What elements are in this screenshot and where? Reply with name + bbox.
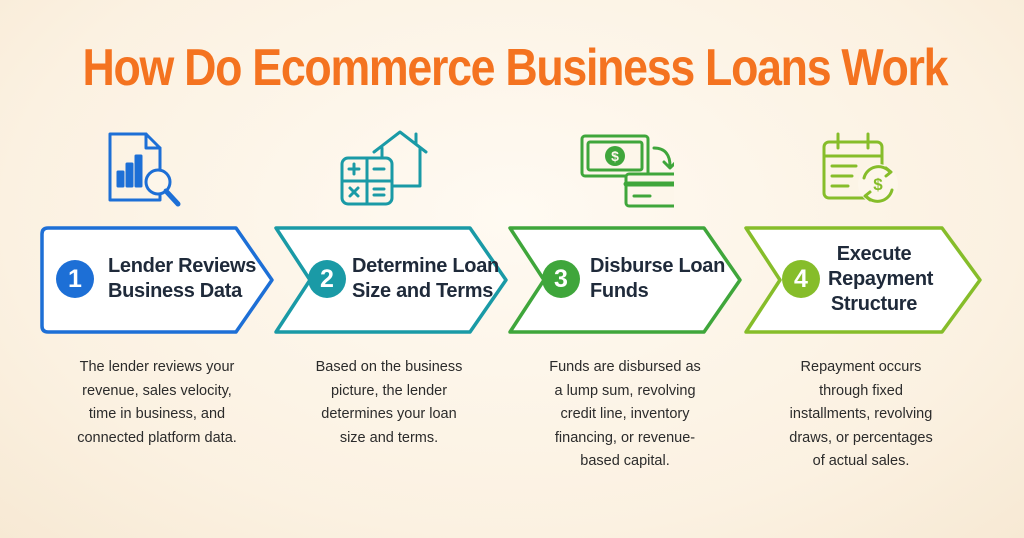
step-title: Lender Reviews Business Data — [108, 255, 257, 302]
cash-card-transfer-icon: $ — [574, 126, 681, 210]
step-1-description: The lender reviews your revenue, sales v… — [77, 359, 237, 446]
step-title: Execute Repayment Structure — [828, 243, 934, 315]
step-number-badge: 2 — [308, 260, 346, 298]
page-title: How Do Ecommerce Business Loans Work — [82, 39, 948, 97]
step-number-badge: 1 — [56, 260, 94, 298]
step-2-card: 2 Determine Loan Size and Terms — [272, 222, 512, 338]
step-1-card: 1 Lender Reviews Business Data — [40, 222, 280, 338]
step-title: Determine Loan Size and Terms — [352, 255, 499, 302]
step-title: Disburse Loan Funds — [590, 255, 726, 302]
svg-text:$: $ — [611, 148, 619, 164]
step-number-badge: 3 — [542, 260, 580, 298]
svg-text:$: $ — [873, 175, 883, 194]
step-2-description: Based on the business picture, the lende… — [315, 359, 463, 446]
step-4-card: 4 Execute Repayment Structure — [742, 222, 986, 338]
step-number-badge: 4 — [782, 260, 820, 298]
document-chart-magnifier-icon — [96, 126, 196, 210]
step-3-card: 3 Disburse Loan Funds — [506, 222, 746, 338]
calculator-house-icon — [334, 126, 434, 210]
step-3-description: Funds are disbursed as a lump sum, revol… — [549, 359, 701, 469]
step-4-description: Repayment occurs through fixed installme… — [789, 359, 933, 469]
calendar-dollar-cycle-icon: $ — [812, 126, 912, 210]
